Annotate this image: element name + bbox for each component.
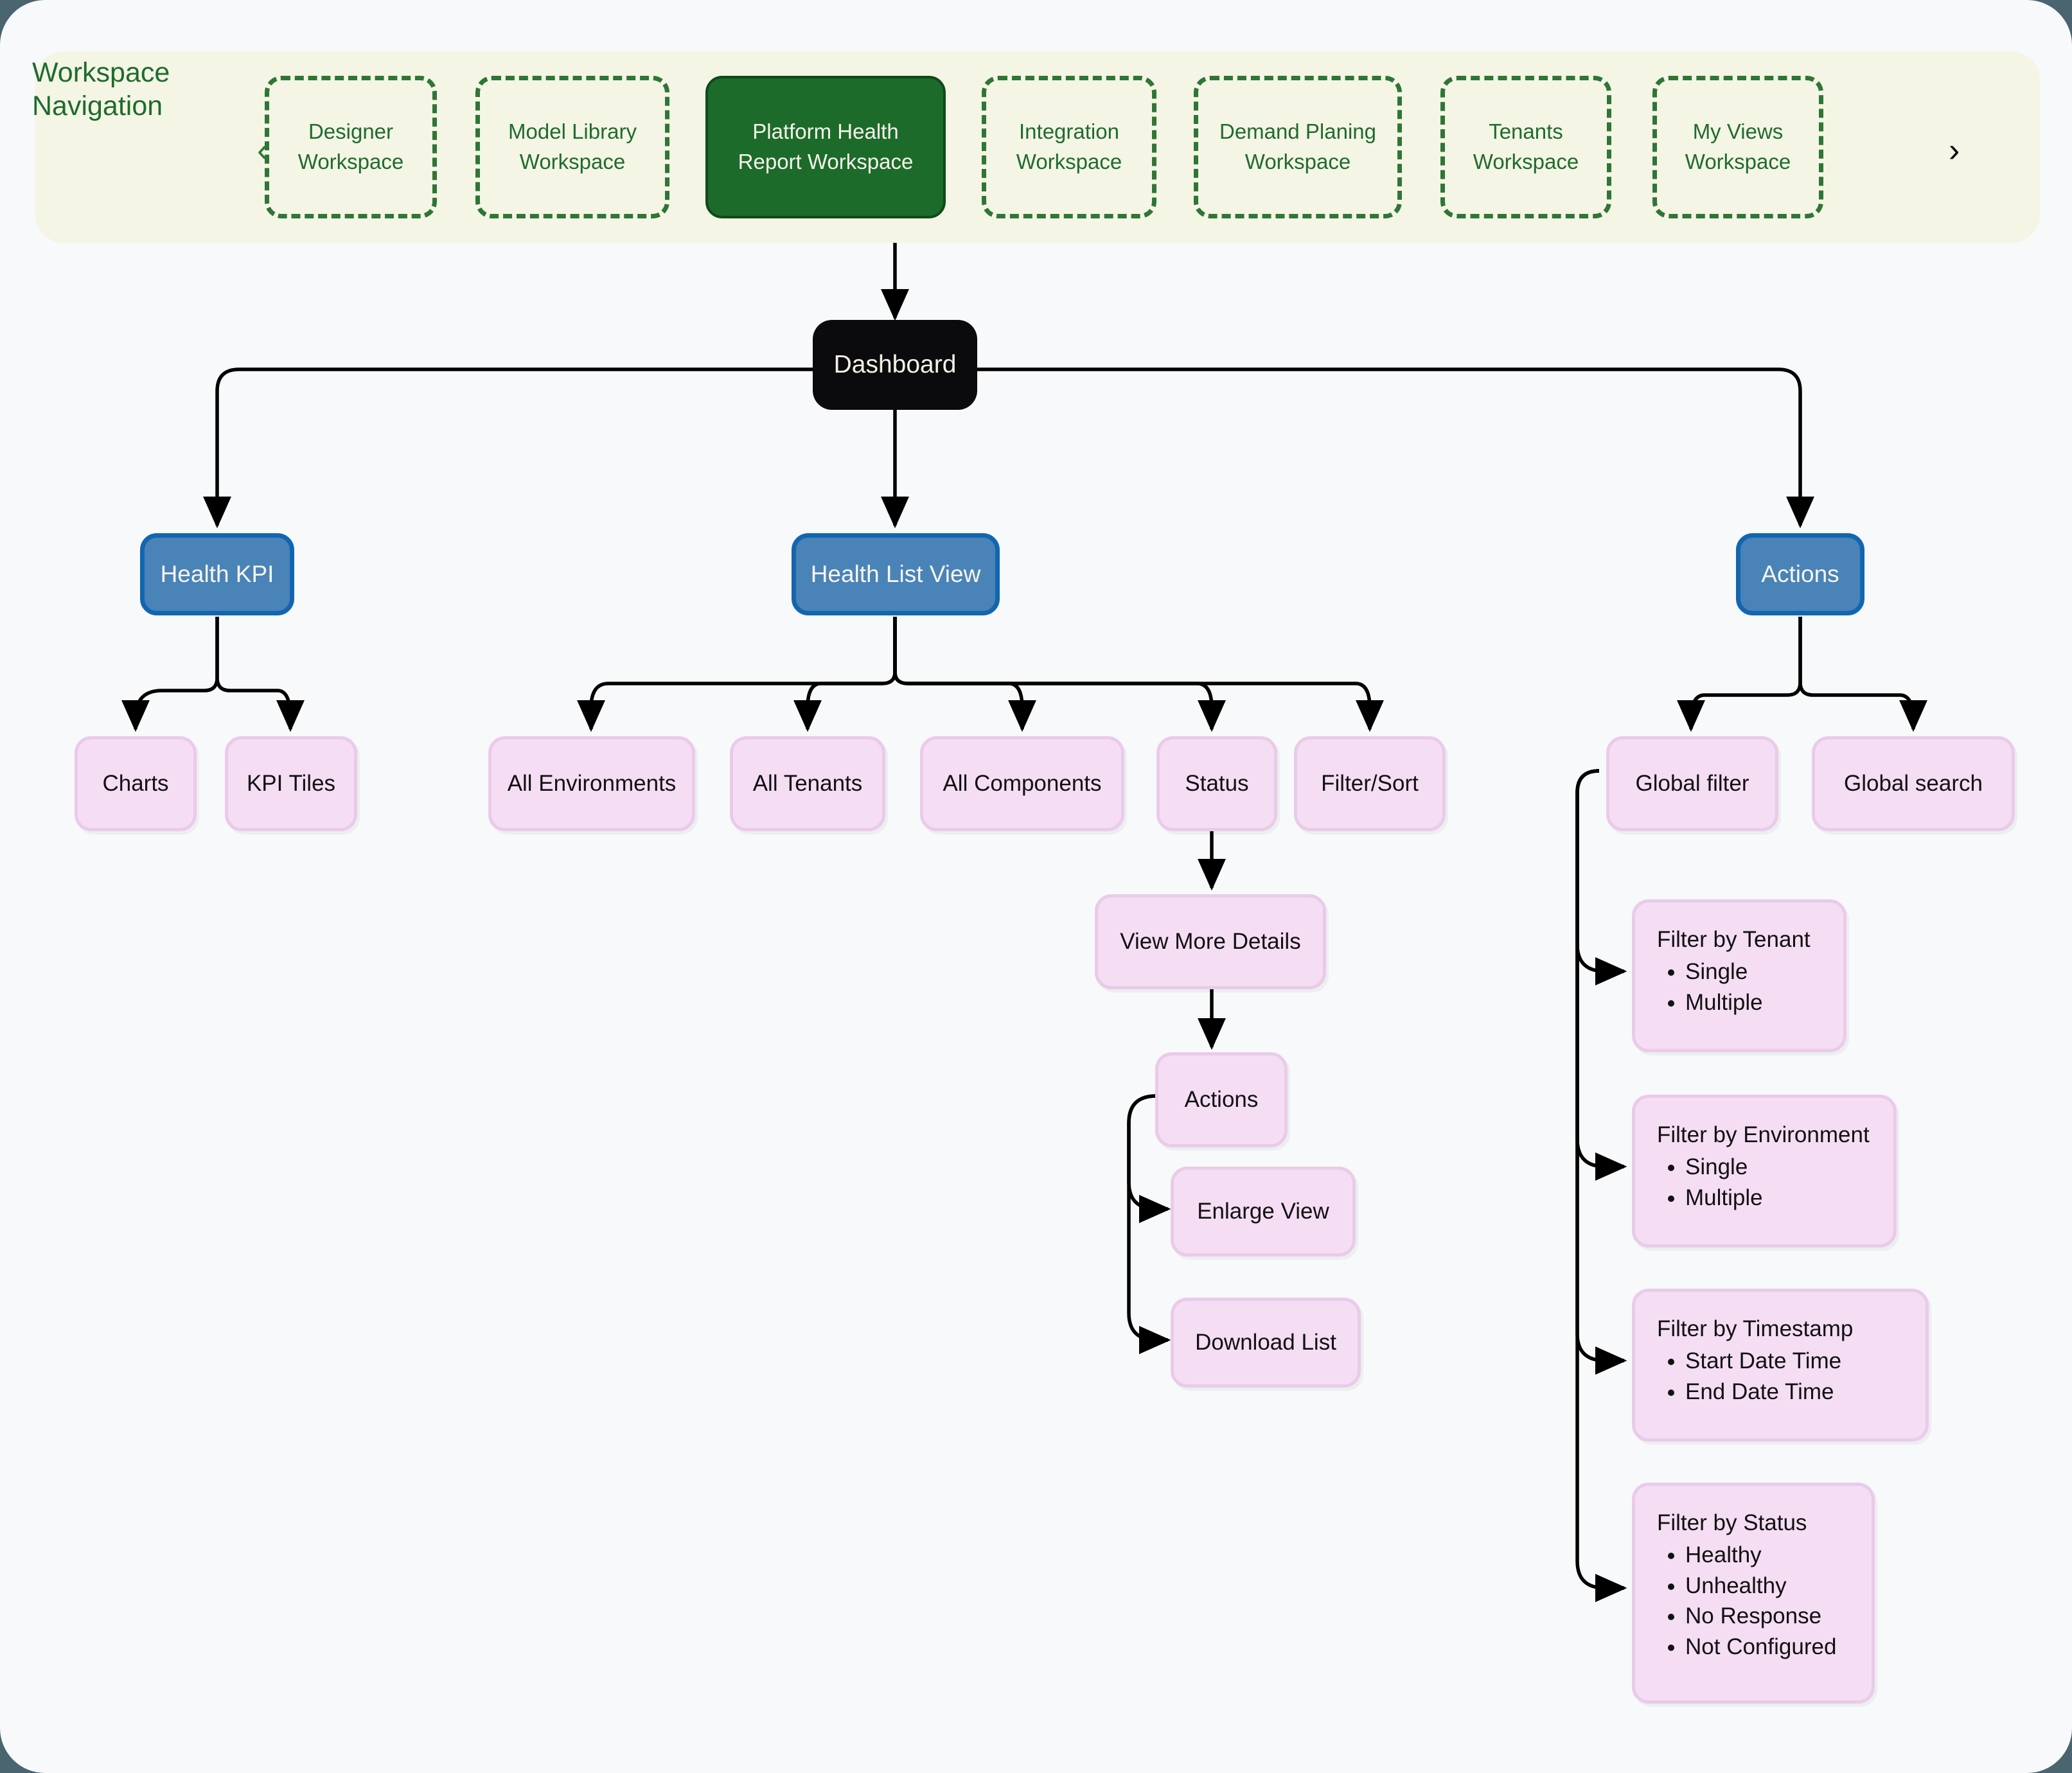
node-global-filter[interactable]: Global filter	[1606, 736, 1778, 831]
node-filter-by-environment[interactable]: Filter by Environment Single Multiple	[1632, 1095, 1897, 1248]
option-unhealthy[interactable]: Unhealthy	[1685, 1571, 1836, 1601]
workspace-tab-designer[interactable]: Designer Workspace	[265, 76, 437, 218]
workspace-tab-tenants-line1: Tenants	[1489, 119, 1563, 144]
workspace-tab-demand-planing-line1: Demand Planing	[1219, 119, 1376, 144]
node-filter-by-environment-title: Filter by Environment	[1657, 1122, 1870, 1147]
node-filter-sort[interactable]: Filter/Sort	[1294, 736, 1446, 831]
node-all-components[interactable]: All Components	[920, 736, 1124, 831]
edge-hlv-to-all-environments	[577, 617, 897, 732]
option-start-date-time[interactable]: Start Date Time	[1685, 1346, 1841, 1377]
node-actions-detail[interactable]: Actions	[1155, 1052, 1288, 1147]
workspace-tab-platform-health-report-line2: Report Workspace	[738, 150, 914, 173]
edge-actions-to-download-list	[1127, 1094, 1171, 1354]
edge-dashboard-to-actions	[977, 367, 1814, 529]
node-global-search[interactable]: Global search	[1812, 736, 2015, 831]
workspace-tab-model-library-line1: Model Library	[508, 119, 637, 144]
workspace-tab-demand-planing[interactable]: Demand Planing Workspace	[1194, 76, 1402, 218]
node-kpi-tiles[interactable]: KPI Tiles	[225, 736, 357, 831]
chevron-right-icon[interactable]: ›	[1949, 132, 1960, 169]
node-filter-by-tenant[interactable]: Filter by Tenant Single Multiple	[1632, 899, 1846, 1052]
workspace-tab-designer-line1: Designer	[308, 119, 394, 144]
edge-hlv-to-all-components	[893, 617, 1036, 732]
node-filter-by-status-title: Filter by Status	[1657, 1510, 1807, 1535]
node-actions-top[interactable]: Actions	[1736, 533, 1864, 615]
node-all-tenants[interactable]: All Tenants	[730, 736, 885, 831]
node-health-list-view[interactable]: Health List View	[792, 533, 1000, 615]
workspace-tab-platform-health-report[interactable]: Platform Health Report Workspace	[705, 76, 946, 218]
workspace-tab-platform-health-report-line1: Platform Health	[752, 119, 899, 144]
edge-global-filter-to-filter-status	[1575, 769, 1627, 1602]
workspace-navigation-title: Workspace Navigation	[32, 56, 199, 123]
workspace-tab-integration-line1: Integration	[1019, 119, 1119, 144]
workspace-tab-model-library[interactable]: Model Library Workspace	[475, 76, 669, 218]
workspace-tab-model-library-line2: Workspace	[519, 150, 626, 173]
option-no-response[interactable]: No Response	[1685, 1601, 1836, 1632]
edge-health-kpi-to-kpi-tiles	[215, 617, 305, 732]
node-download-list[interactable]: Download List	[1171, 1298, 1361, 1388]
node-filter-by-tenant-options: Single Multiple	[1657, 957, 1763, 1018]
option-single[interactable]: Single	[1685, 957, 1763, 987]
node-filter-by-timestamp[interactable]: Filter by Timestamp Start Date Time End …	[1632, 1289, 1929, 1442]
workspace-tab-designer-line2: Workspace	[297, 150, 404, 173]
edge-hlv-to-all-tenants	[793, 617, 897, 732]
workspace-tab-tenants[interactable]: Tenants Workspace	[1440, 76, 1611, 218]
workspace-tab-my-views-line2: Workspace	[1685, 150, 1791, 173]
edge-hlv-to-filter-sort	[893, 617, 1384, 732]
node-filter-by-environment-options: Single Multiple	[1657, 1152, 1763, 1213]
workspace-tab-my-views-line1: My Views	[1692, 119, 1784, 144]
option-multiple[interactable]: Multiple	[1685, 1183, 1763, 1213]
node-status[interactable]: Status	[1156, 736, 1277, 831]
workspace-tab-demand-planing-line2: Workspace	[1244, 150, 1351, 173]
node-enlarge-view[interactable]: Enlarge View	[1171, 1167, 1356, 1257]
edge-actions-to-global-search	[1798, 617, 1927, 732]
option-healthy[interactable]: Healthy	[1685, 1540, 1836, 1571]
edge-dashboard-to-health-kpi	[203, 367, 813, 529]
node-charts[interactable]: Charts	[75, 736, 197, 831]
edge-actions-to-global-filter	[1677, 617, 1802, 732]
workspace-tab-integration-line2: Workspace	[1016, 150, 1122, 173]
option-single[interactable]: Single	[1685, 1152, 1763, 1183]
edge-hlv-to-status	[893, 617, 1226, 732]
edge-health-kpi-to-charts	[121, 617, 219, 732]
edge-global-filter-to-filter-timestamp	[1575, 769, 1627, 1375]
node-filter-by-tenant-title: Filter by Tenant	[1657, 927, 1811, 952]
workspace-tab-my-views[interactable]: My Views Workspace	[1652, 76, 1823, 218]
node-filter-by-status-options: Healthy Unhealthy No Response Not Config…	[1657, 1540, 1836, 1662]
node-all-environments[interactable]: All Environments	[488, 736, 695, 831]
node-filter-by-status[interactable]: Filter by Status Healthy Unhealthy No Re…	[1632, 1483, 1875, 1704]
node-view-more-details[interactable]: View More Details	[1095, 894, 1326, 989]
node-health-kpi[interactable]: Health KPI	[140, 533, 294, 615]
option-end-date-time[interactable]: End Date Time	[1685, 1377, 1841, 1407]
node-dashboard[interactable]: Dashboard	[813, 320, 977, 410]
workspace-navigation-title-line2: Navigation	[32, 91, 163, 122]
node-filter-by-timestamp-title: Filter by Timestamp	[1657, 1316, 1854, 1341]
option-not-configured[interactable]: Not Configured	[1685, 1632, 1836, 1663]
option-multiple[interactable]: Multiple	[1685, 987, 1763, 1018]
workspace-navigation-bar	[35, 51, 2040, 243]
workspace-tab-tenants-line2: Workspace	[1473, 150, 1579, 173]
node-filter-by-timestamp-options: Start Date Time End Date Time	[1657, 1346, 1841, 1407]
workspace-navigation-title-line1: Workspace	[32, 57, 170, 88]
workspace-tab-integration[interactable]: Integration Workspace	[982, 76, 1156, 218]
